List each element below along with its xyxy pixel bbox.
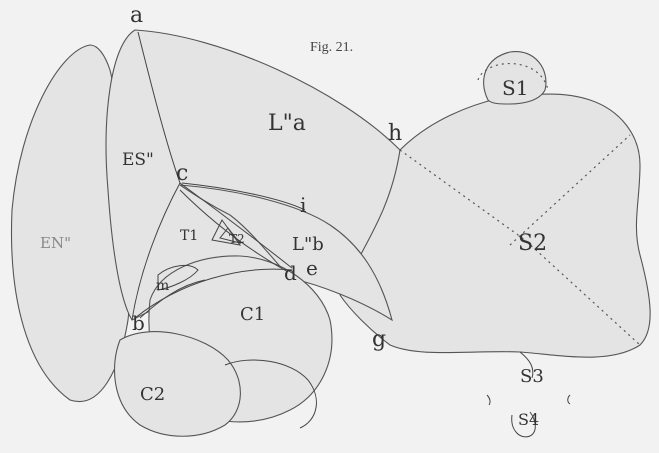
s2-body [340, 94, 650, 357]
figure-caption: Fig. 21. [310, 40, 353, 55]
label-s1: S1 [502, 76, 528, 100]
label-a: a [130, 3, 143, 28]
label-s4: S4 [518, 410, 539, 429]
label-h: h [388, 121, 402, 146]
label-g: g [372, 327, 386, 352]
label-s3: S3 [520, 366, 544, 387]
label-s2: S2 [518, 231, 547, 256]
label-la: L"a [268, 111, 306, 136]
mark-left [487, 395, 490, 405]
label-b: b [132, 311, 145, 335]
label-lb: L"b [292, 234, 324, 255]
label-t1: T1 [180, 228, 198, 244]
label-c1: C1 [240, 304, 265, 325]
label-i: i [300, 193, 306, 217]
label-es: ES" [122, 150, 154, 170]
label-t2: T2 [229, 232, 245, 246]
label-en: EN" [40, 234, 71, 252]
label-c2: C2 [140, 384, 165, 405]
label-e: e [306, 256, 318, 280]
label-c: c [176, 161, 188, 186]
label-m: m [156, 278, 169, 294]
label-d: d [284, 261, 297, 285]
mark-right [568, 395, 570, 404]
